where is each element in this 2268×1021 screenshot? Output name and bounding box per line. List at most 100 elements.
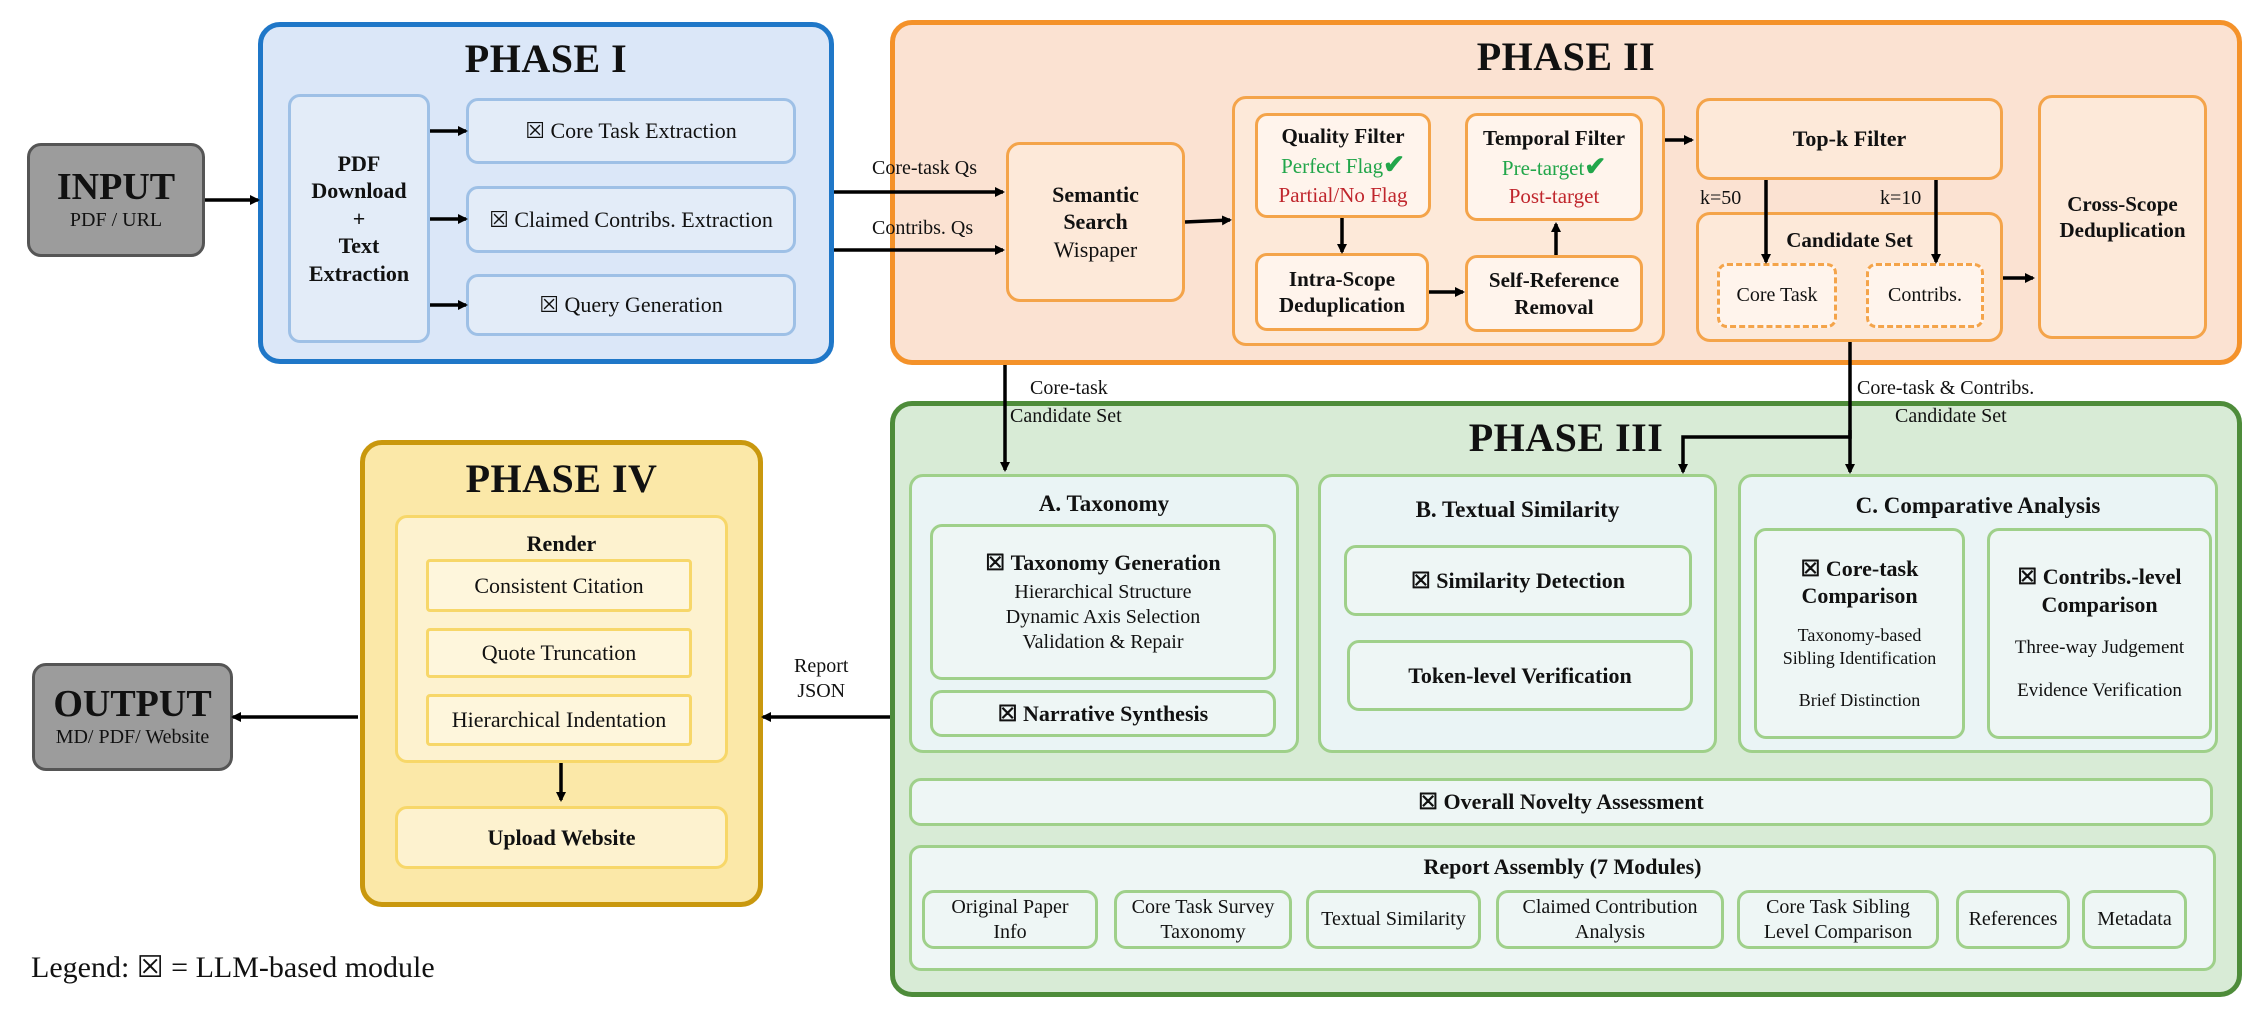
output-title: OUTPUT — [53, 682, 212, 725]
render-label: Render — [526, 531, 597, 556]
topk-filter-label: Top-k Filter — [1792, 126, 1907, 152]
brief-distinction-label: Brief Distinction — [1798, 689, 1921, 710]
core-task-candidate-box: Core Task — [1717, 263, 1837, 328]
taxonomy-based-label: Taxonomy-based — [1797, 624, 1922, 645]
temporal-filter-label: Temporal Filter — [1482, 125, 1626, 150]
taxonomy-generation-box: ☒ Taxonomy Generation Hierarchical Struc… — [930, 524, 1276, 680]
module-metadata: Metadata — [2082, 890, 2187, 949]
partial-flag-label: Partial/No Flag — [1278, 182, 1408, 207]
quality-filter-label: Quality Filter — [1281, 124, 1405, 148]
quote-truncation-label: Quote Truncation — [481, 640, 637, 666]
self-ref-line: Self-Reference — [1488, 268, 1620, 293]
overall-novelty-box: ☒ Overall Novelty Assessment — [909, 778, 2213, 826]
token-verification-label: Token-level Verification — [1408, 662, 1632, 688]
consistent-citation-box: Consistent Citation — [426, 559, 692, 612]
hierarchical-indentation-label: Hierarchical Indentation — [451, 707, 667, 733]
temporal-filter-box: Temporal Filter Pre-target✔ Post-target — [1465, 113, 1643, 221]
phase3-title: PHASE III — [1468, 415, 1664, 460]
llm-icon: ☒ — [985, 549, 1006, 575]
module-references-label: References — [1968, 908, 2058, 930]
report-assembly-title: Report Assembly (7 Modules) — [1423, 854, 1702, 879]
core-task-extraction-label: Core Task Extraction — [550, 118, 737, 144]
pdf-line: PDF — [337, 150, 381, 176]
cross-scope-line: Cross-Scope — [2067, 191, 2178, 216]
upload-website-box: Upload Website — [395, 806, 728, 869]
similarity-detection-box: ☒ Similarity Detection — [1344, 545, 1692, 616]
phase2-title: PHASE II — [1476, 34, 1656, 79]
module-metadata-label: Metadata — [2097, 908, 2172, 930]
module-sibling-comparison: Core Task Sibling Level Comparison — [1737, 890, 1939, 949]
overall-novelty-label: Overall Novelty Assessment — [1443, 789, 1704, 815]
llm-icon: ☒ — [525, 118, 545, 144]
upload-website-label: Upload Website — [487, 824, 636, 850]
claimed-contribs-label: Claimed Contribs. Extraction — [514, 206, 773, 232]
core-task-candidate-edge-line2: Candidate Set — [1010, 405, 1122, 427]
query-generation-label: Query Generation — [564, 292, 723, 318]
three-way-judgement-label: Three-way Judgement — [2014, 637, 2185, 659]
contribs-candidate-box: Contribs. — [1866, 263, 1984, 328]
input-subtitle: PDF / URL — [69, 209, 163, 232]
module-core-task-survey: Core Task Survey Taxonomy — [1114, 890, 1292, 949]
token-verification-box: Token-level Verification — [1347, 640, 1693, 711]
hierarchical-indentation-box: Hierarchical Indentation — [426, 694, 692, 746]
module-references: References — [1956, 890, 2070, 949]
checkmark-icon: ✔ — [1383, 150, 1405, 180]
dynamic-axis-label: Dynamic Axis Selection — [1005, 606, 1201, 629]
text-line: Text — [338, 233, 380, 259]
topk-filter-box: Top-k Filter — [1696, 98, 2003, 180]
legend: Legend: ☒ = LLM-based module — [31, 951, 435, 984]
taxonomy-generation-title: ☒ Taxonomy Generation — [985, 549, 1221, 575]
evidence-verification-label: Evidence Verification — [2017, 680, 2182, 701]
input-title: INPUT — [56, 165, 176, 208]
checkmark-icon: ✔ — [1584, 151, 1607, 181]
module-claimed-contribution-line1: Claimed Contribution — [1522, 895, 1698, 918]
core-task-comparison-title: ☒ Core-task — [1800, 555, 1919, 581]
cross-scope-box: Cross-Scope Deduplication — [2038, 95, 2207, 339]
module-sibling-comparison-line2: Level Comparison — [1763, 920, 1913, 943]
contribs-candidate-label: Contribs. — [1888, 284, 1962, 306]
llm-icon: ☒ — [539, 292, 559, 318]
validation-repair-label: Validation & Repair — [1022, 631, 1184, 654]
report-json-label: Report JSON — [794, 655, 849, 702]
phase1-title: PHASE I — [464, 36, 628, 81]
semantic-search-box: Semantic Search Wispaper — [1006, 142, 1185, 302]
module-textual-similarity: Textual Similarity — [1306, 890, 1481, 949]
intra-dedup-line: Deduplication — [1278, 293, 1406, 317]
module-sibling-comparison-line1: Core Task Sibling — [1766, 895, 1910, 918]
llm-icon: ☒ — [1800, 555, 1821, 581]
extraction-line: Extraction — [308, 260, 410, 286]
k50-label: k=50 — [1700, 187, 1742, 209]
pdf-extraction-box: PDF Download + Text Extraction — [288, 94, 430, 343]
comparative-title: C. Comparative Analysis — [1855, 493, 2101, 518]
core-task-extraction-box: ☒ Core Task Extraction — [466, 98, 796, 164]
k10-label: k=10 — [1880, 187, 1922, 209]
contribs-comparison-box: ☒ Contribs.-level Comparison Three-way J… — [1987, 528, 2212, 739]
module-original-paper-line2: Info — [993, 920, 1027, 943]
consistent-citation-label: Consistent Citation — [474, 572, 644, 598]
semantic-line: Semantic — [1052, 181, 1139, 207]
llm-icon: ☒ — [997, 700, 1018, 726]
module-textual-similarity-label: Textual Similarity — [1321, 908, 1466, 930]
similarity-detection-label: Similarity Detection — [1436, 567, 1626, 593]
contribs-comparison-title: ☒ Contribs.-level — [2017, 564, 2182, 590]
wispaper-label: Wispaper — [1053, 236, 1138, 262]
phase4-title: PHASE IV — [465, 456, 658, 501]
core-comparison-line: Comparison — [1801, 583, 1918, 609]
core-contribs-candidate-edge-line1: Core-task & Contribs. — [1857, 377, 2035, 399]
narrative-synthesis-label: Narrative Synthesis — [1023, 700, 1209, 726]
core-contribs-candidate-edge-line2: Candidate Set — [1895, 405, 2007, 427]
query-generation-box: ☒ Query Generation — [466, 274, 796, 336]
core-task-candidate-label: Core Task — [1736, 284, 1818, 306]
module-core-task-survey-line1: Core Task Survey — [1131, 895, 1275, 918]
self-reference-box: Self-Reference Removal — [1465, 255, 1643, 332]
output-subtitle: MD/ PDF/ Website — [55, 726, 210, 749]
module-original-paper-line1: Original Paper — [951, 895, 1069, 918]
claimed-contribs-box: ☒ Claimed Contribs. Extraction — [466, 186, 796, 253]
hierarchical-structure-label: Hierarchical Structure — [1014, 581, 1192, 604]
perfect-flag-label: Perfect Flag✔ — [1281, 150, 1405, 180]
pre-target-label: Pre-target✔ — [1501, 151, 1607, 181]
module-core-task-survey-line2: Taxonomy — [1160, 920, 1246, 943]
core-task-qs-label: Core-task Qs — [872, 157, 977, 179]
sibling-identification-label: Sibling Identification — [1782, 648, 1937, 669]
intra-scope-line: Intra-Scope — [1288, 266, 1396, 291]
